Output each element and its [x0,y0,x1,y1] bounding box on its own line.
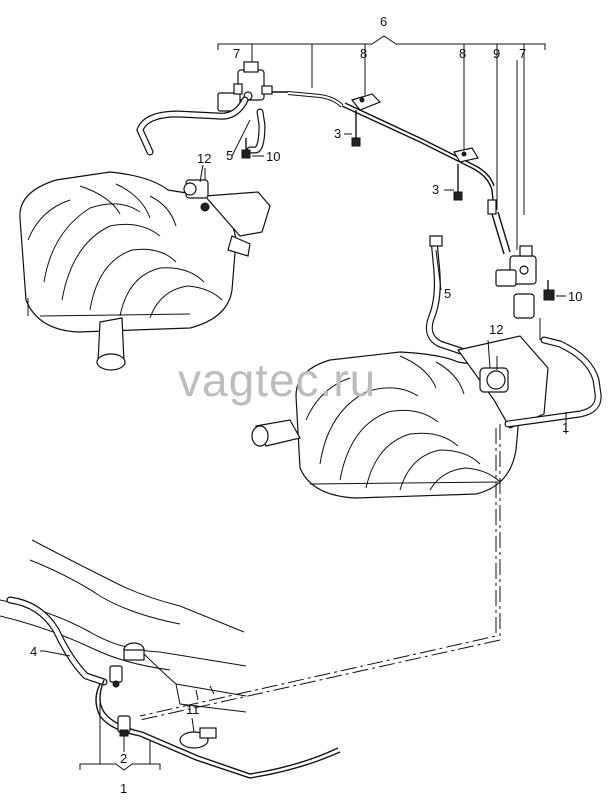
connector-2 [117,715,131,752]
callout-9: 9 [493,46,500,61]
lower-pipe [95,679,341,779]
routing-dashed-lines [139,424,501,721]
callout-8-right: 8 [459,46,466,61]
lower-valve [109,642,145,688]
bolt-10-right [543,280,566,301]
hose-5-left [136,96,266,156]
callout-2: 2 [120,751,127,766]
watermark: vagtec.ru [178,354,376,406]
bolt-10-left [241,138,264,159]
callout-7-left: 7 [233,46,240,61]
callout-10-right: 10 [568,289,582,304]
flap-actuator-left [183,168,210,212]
callout-3-left: 3 [334,126,341,141]
callout-11: 11 [186,702,200,717]
leader-lines [40,119,567,733]
muffler-left [19,171,271,371]
clip-8-right [453,147,479,163]
screw-3-left [344,110,361,147]
muffler-right [251,335,549,499]
callout-1-right: 1 [562,420,569,435]
callout-12-left: 12 [197,151,211,166]
callout-7-right: 7 [519,46,526,61]
callout-6: 6 [380,14,387,29]
clip-8-left [350,93,382,111]
callout-12-right: 12 [489,322,503,337]
callout-5-right: 5 [444,286,451,301]
bracket-6 [217,35,546,250]
screw-3-mid [444,164,463,201]
callout-8-left: 8 [360,46,367,61]
callout-5-left: 5 [226,148,233,163]
solenoid-valve-right [495,245,537,319]
callout-10-left: 10 [266,149,280,164]
vacuum-tube-top [272,91,495,211]
connector-9 [487,199,511,255]
bracket-1-bottom [79,700,161,771]
clamp-11 [179,727,217,749]
vehicle-body-section [0,539,247,713]
callout-3-mid: 3 [432,182,439,197]
flap-actuator-right [479,339,509,393]
hose-5-right [425,235,474,358]
callout-1-bottom: 1 [120,781,127,796]
callout-4: 4 [30,644,37,659]
hose-4 [6,596,108,686]
